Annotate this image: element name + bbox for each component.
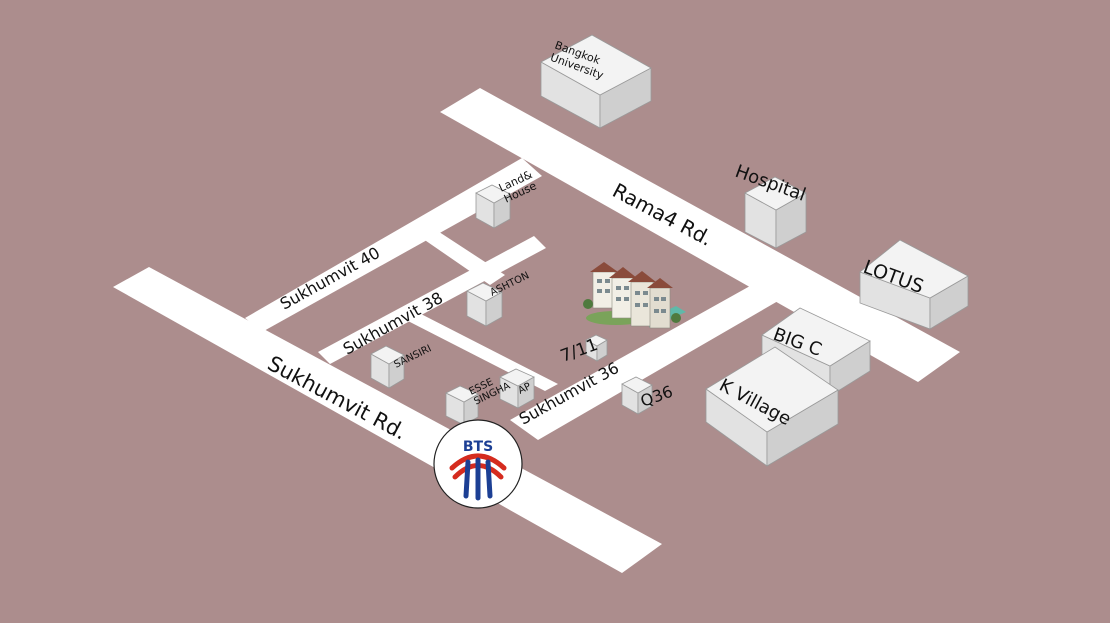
bts-logo-blue-stripes bbox=[463, 457, 493, 501]
sukhumvit-40-label: Sukhumvit 40 bbox=[277, 243, 383, 313]
sukhumvit-38-road bbox=[318, 236, 546, 364]
bts-station-icon: BTS bbox=[433, 419, 523, 509]
rama4-road bbox=[440, 88, 960, 382]
building-esse-singha bbox=[445, 385, 479, 426]
sukhumvit-40-road bbox=[245, 158, 542, 332]
seven-eleven-label: 7/11 bbox=[558, 335, 601, 367]
building-ashton bbox=[466, 282, 503, 327]
condominium-building-icon bbox=[583, 262, 686, 329]
road-network bbox=[113, 88, 960, 573]
building-bangkok-university bbox=[540, 34, 652, 129]
sukhumvit-road bbox=[113, 267, 662, 573]
building-ap bbox=[499, 368, 535, 409]
sansiri-label: SANSIRI bbox=[392, 343, 433, 370]
sukhumvit-36-road bbox=[510, 286, 778, 440]
building-lotus bbox=[859, 239, 969, 330]
ap-label: AP bbox=[516, 381, 532, 397]
building-land-house bbox=[475, 184, 511, 229]
building-seven-eleven bbox=[585, 334, 608, 362]
bts-logo-text: BTS bbox=[463, 439, 493, 455]
building-q36 bbox=[621, 376, 653, 415]
building-hospital bbox=[744, 176, 807, 249]
building-sansiri bbox=[370, 345, 405, 389]
building-k-village bbox=[705, 346, 839, 467]
